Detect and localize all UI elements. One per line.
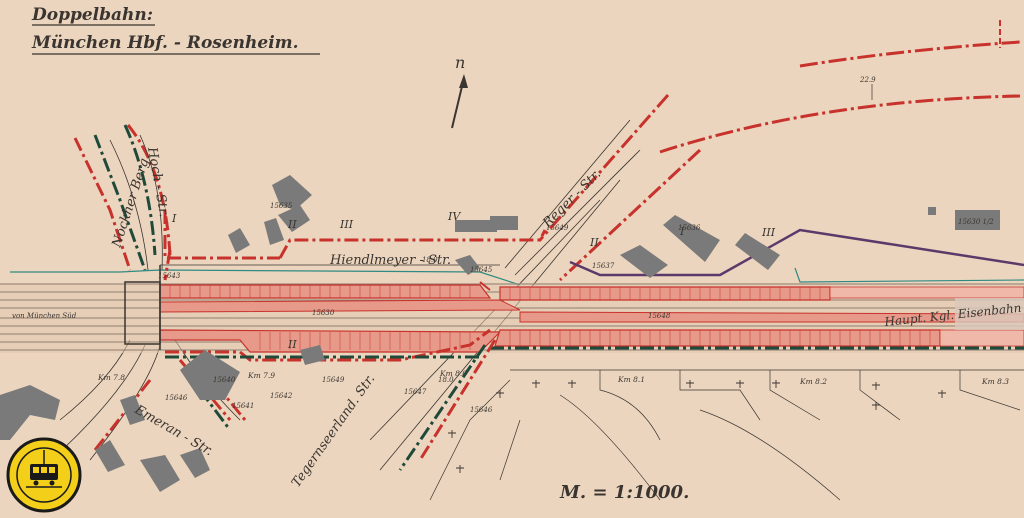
parcel-15643: 15643: [158, 272, 181, 280]
km-mark-8-1: Km 8.1: [617, 375, 645, 384]
parcel-15630-half: 15630 1/2: [958, 218, 994, 226]
north-arrow: n: [451, 53, 468, 129]
platforms: [159, 284, 1024, 353]
purple-boundary-line: [569, 228, 1024, 277]
label-from-munich: von München Süd: [12, 312, 77, 320]
parcel-15640: 15640: [213, 376, 236, 384]
km-mark-8-2: Km 8.2: [799, 377, 827, 386]
height-label-1: 22.9: [859, 76, 876, 84]
parcel-15645: 15645: [470, 266, 493, 274]
scale-label: M. = 1:1000.: [559, 482, 689, 503]
parcel-15646-b: 15646: [470, 406, 493, 414]
south-parcels: [429, 369, 1024, 501]
roman-marker-3: III: [339, 218, 354, 231]
parcel-15637: 15637: [592, 262, 615, 270]
buildings: [0, 175, 1000, 492]
roman-marker-6: I: [679, 225, 685, 238]
title-line-2: München Hbf. - Rosenheim.: [31, 33, 299, 53]
height-label-3: 18.0: [438, 376, 454, 384]
roman-marker-7: III: [761, 226, 776, 239]
roman-marker-4: IV: [447, 210, 461, 223]
roman-marker-5: II: [589, 236, 599, 249]
parcel-15636: 15636: [678, 224, 701, 232]
roman-marker-8: II: [287, 338, 297, 351]
street-hiendlmeyer: Hiendlmeyer - Str.: [329, 253, 451, 268]
parcel-15649-a: 15649: [322, 376, 345, 384]
title-line-1: Doppelbahn:: [31, 5, 153, 25]
km-mark-8-0: Km 8.0: [439, 369, 467, 378]
height-label-2: 18.0: [422, 256, 438, 264]
parcel-15649-b: 15649: [546, 224, 569, 232]
roman-marker-2: II: [287, 218, 297, 231]
cross-markers: [448, 380, 946, 473]
parcel-15646-a: 15646: [165, 394, 188, 402]
tram-logo-stamp: [6, 437, 82, 513]
teal-line-right: [794, 267, 1024, 283]
km-mark-8-3: Km 8.3: [981, 377, 1009, 386]
km-mark-7-8: Km 7.8: [97, 373, 125, 382]
parcel-15630: 15630: [312, 309, 335, 317]
parcel-15642: 15642: [270, 392, 293, 400]
north-symbol: n: [455, 53, 465, 72]
northeast-boundaries: 22.9: [659, 20, 1021, 154]
parcel-15648: 15648: [648, 312, 671, 320]
parcel-15647: 15647: [404, 388, 427, 396]
roman-marker-1: I: [171, 212, 177, 225]
parcel-15635: 15635: [270, 202, 293, 210]
hiendlmeyer-boundary: [160, 210, 547, 266]
km-mark-7-9: Km 7.9: [247, 371, 275, 380]
parcel-15641: 15641: [232, 402, 254, 410]
